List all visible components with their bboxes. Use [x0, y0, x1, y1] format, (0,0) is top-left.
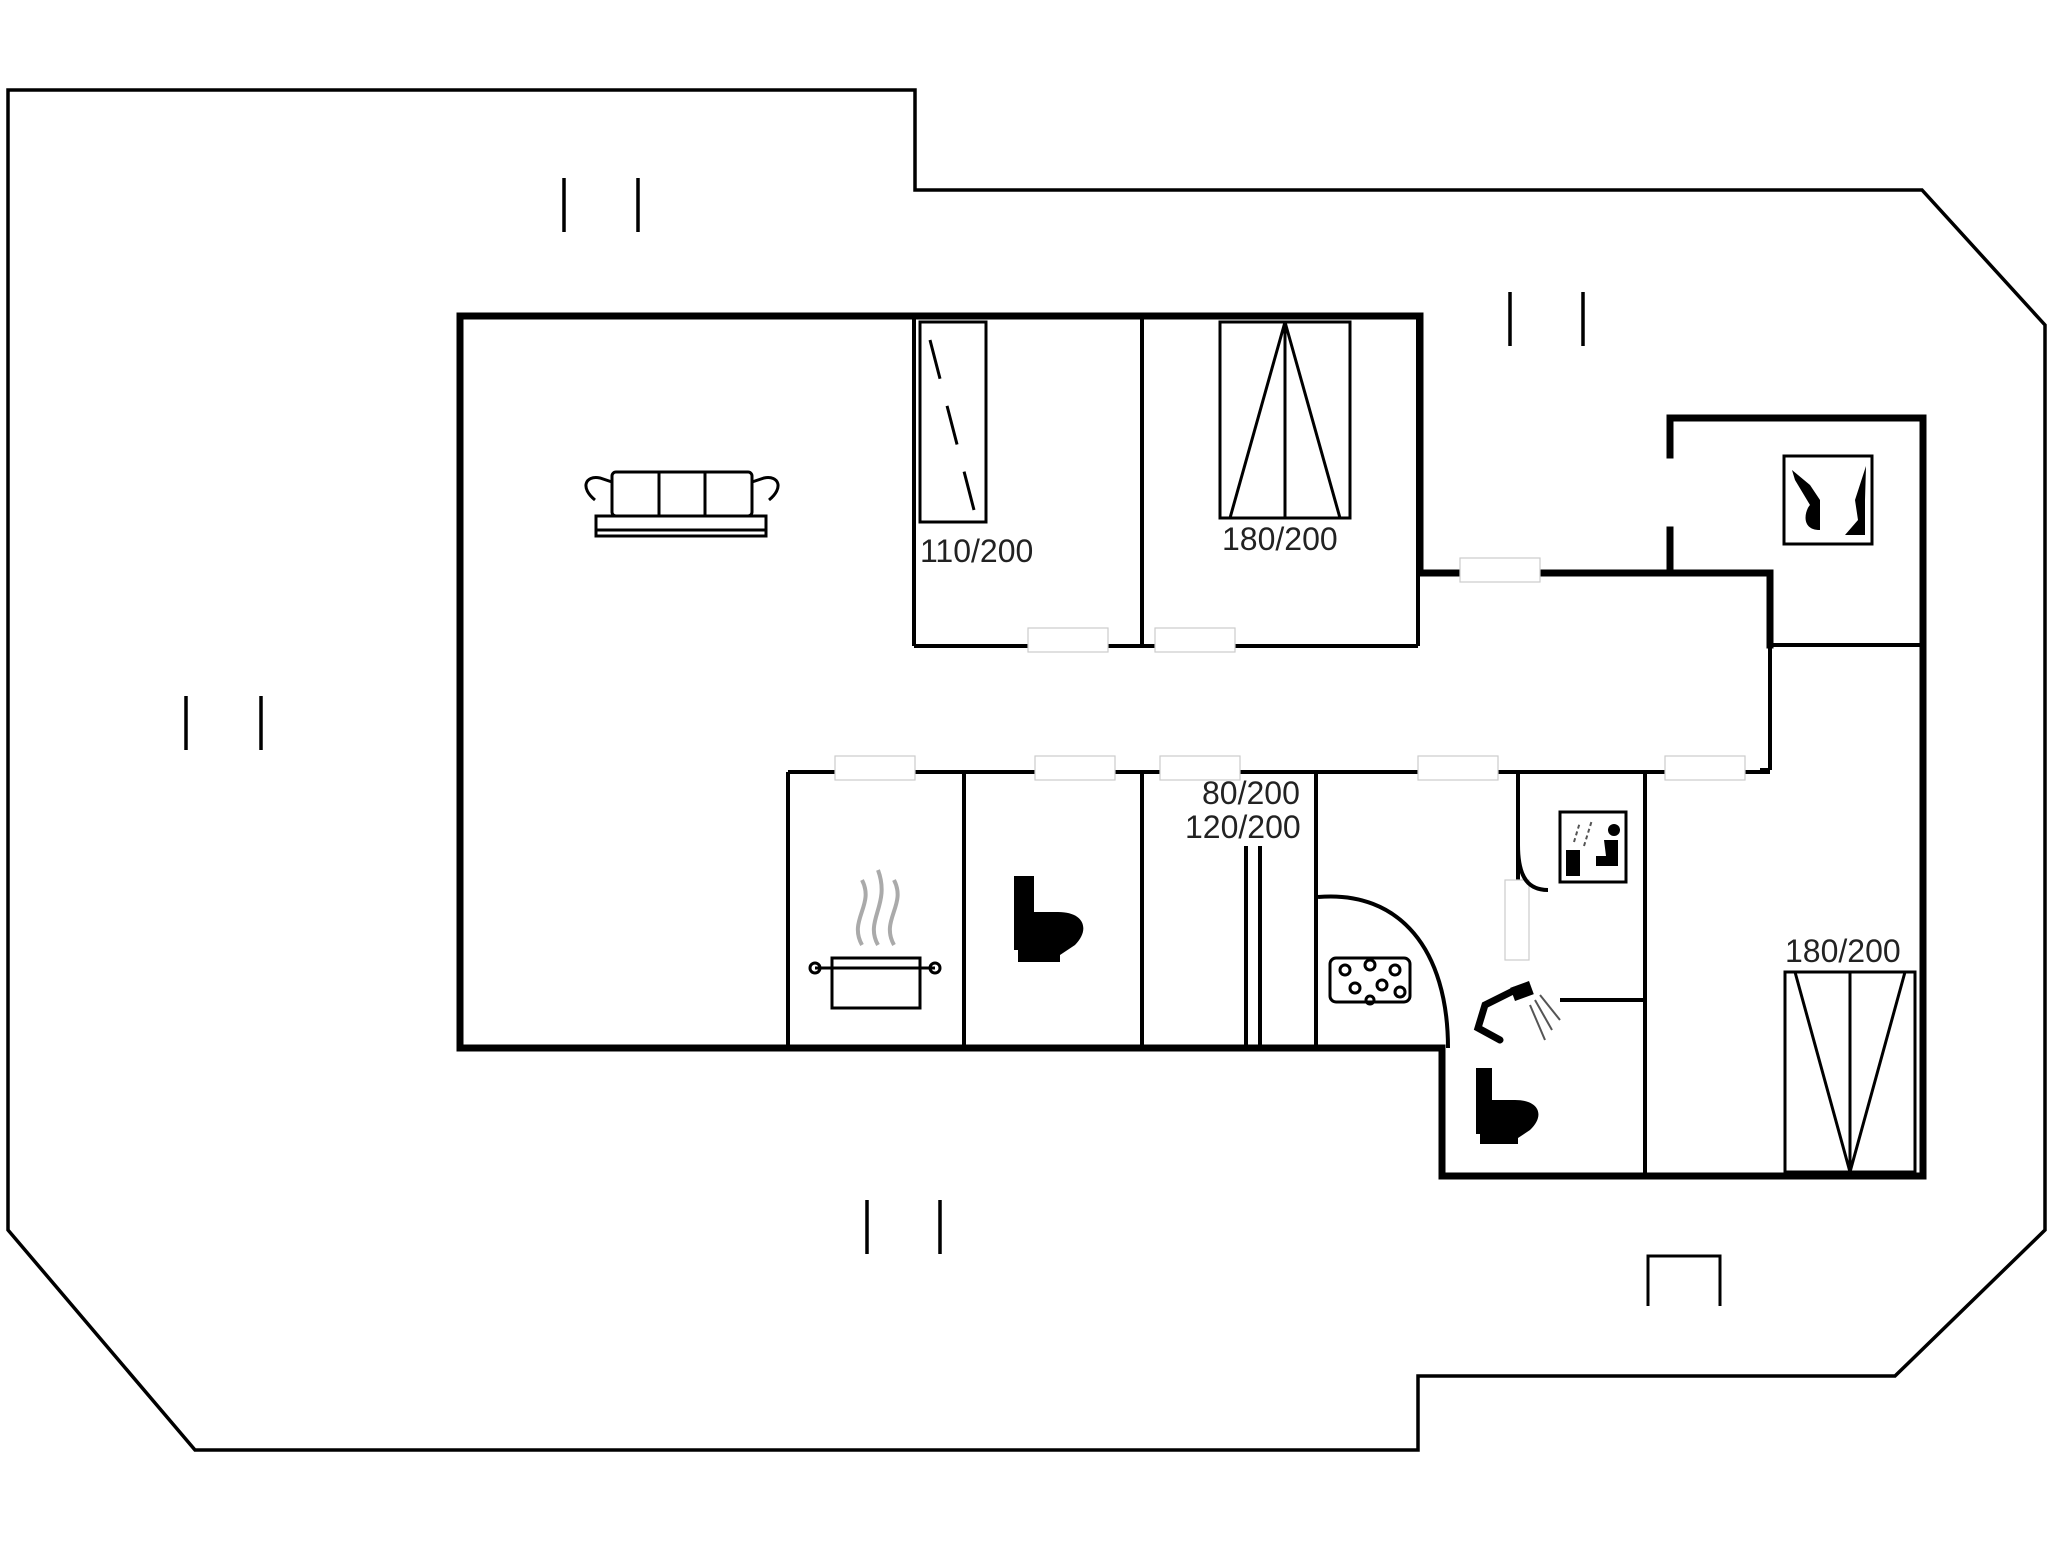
- cooking-pot-icon: [808, 869, 942, 1010]
- sauna-icon: [1558, 810, 1628, 884]
- bed-single: [918, 320, 988, 524]
- outdoor-post: [1646, 1254, 1722, 1306]
- shower-icon: [1473, 981, 1561, 1044]
- doors: [834, 557, 1746, 961]
- interior-walls-upper: [912, 316, 1420, 648]
- bed-double: [1218, 320, 1352, 520]
- sauna-bench-curve: [1516, 844, 1549, 892]
- bed-label-120: 120/200: [1185, 809, 1301, 845]
- interior-walls-lower: [786, 770, 1770, 1176]
- toilet-icon: [1476, 1068, 1539, 1144]
- washing-machine-icon: [1782, 454, 1874, 546]
- toilet-icon: [1014, 876, 1084, 962]
- bed-label-180-upper: 180/200: [1222, 521, 1338, 557]
- terrace-outline: [6, 88, 2047, 1452]
- whirlpool-icon: [1328, 956, 1412, 1006]
- bed-label-80: 80/200: [1202, 775, 1300, 811]
- bed-label-110: 110/200: [920, 533, 1033, 569]
- terrace-marks: [184, 178, 1585, 1254]
- bed-label-180-lower: 180/200: [1785, 933, 1901, 969]
- sofa-icon: [584, 470, 780, 538]
- house-walls: [456, 312, 1927, 1180]
- bed-double-lower: [1783, 970, 1917, 1174]
